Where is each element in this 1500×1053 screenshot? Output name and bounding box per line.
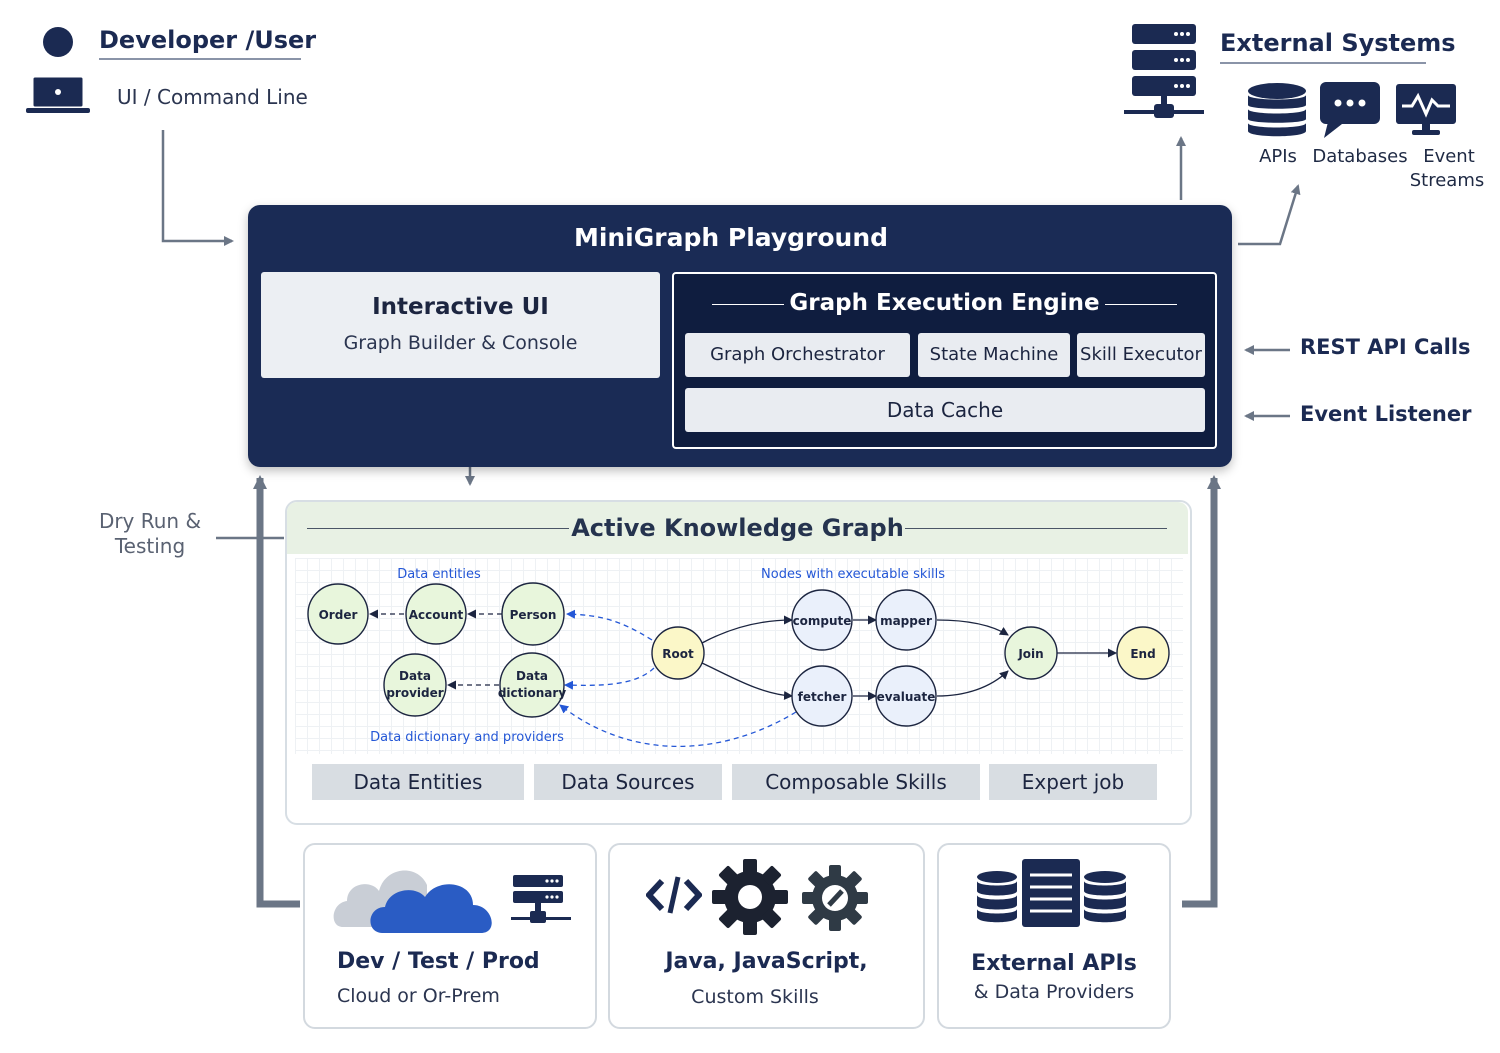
dev-test-prod-card: Dev / Test / Prod Cloud or Or-Prem <box>303 843 597 1029</box>
node-end[interactable]: End <box>1116 626 1170 680</box>
node-dictionary-line1: Data <box>516 669 548 683</box>
node-order-label: Order <box>319 608 358 622</box>
node-compute[interactable]: compute <box>791 589 853 651</box>
developer-laptop-icon <box>26 27 90 113</box>
node-account-label: Account <box>409 608 464 622</box>
interactive-ui-subtitle: Graph Builder & Console <box>343 332 578 354</box>
playground-to-external-arrow <box>1238 184 1301 246</box>
node-provider-line2: provider <box>386 686 443 700</box>
left-feed-arrow <box>253 475 300 908</box>
node-end-label: End <box>1130 647 1155 661</box>
code-icon <box>646 876 702 914</box>
node-order[interactable]: Order <box>307 583 369 645</box>
edge-root-person <box>566 609 653 641</box>
node-account[interactable]: Account <box>405 583 467 645</box>
graph-orchestrator-box[interactable]: Graph Orchestrator <box>685 333 910 377</box>
edge-root-compute <box>701 615 793 644</box>
streams-label: Streams <box>1409 170 1485 191</box>
node-mapper[interactable]: mapper <box>875 589 937 651</box>
node-fetcher[interactable]: fetcher <box>791 665 853 727</box>
category-composable-skills[interactable]: Composable Skills <box>732 764 980 800</box>
playground-title: MiniGraph Playground <box>573 223 889 252</box>
node-compute-label: compute <box>793 614 852 628</box>
card-dev-subtitle: Cloud or Or-Prem <box>337 985 500 1007</box>
knowledge-graph-title: Active Knowledge Graph <box>571 514 904 542</box>
knowledge-graph-header: Active Knowledge Graph <box>287 502 1188 554</box>
dev-to-playground-arrow <box>161 130 234 246</box>
divider <box>1105 304 1177 305</box>
category-expert-job[interactable]: Expert job <box>989 764 1157 800</box>
divider <box>712 304 784 305</box>
database-stack-icon <box>1248 83 1306 137</box>
node-join[interactable]: Join <box>1004 626 1058 680</box>
card-apis-subtitle: & Data Providers <box>973 981 1135 1003</box>
skills-annotation: Nodes with executable skills <box>761 567 945 582</box>
graph-execution-engine-box: Graph Execution Engine Graph Orchestrato… <box>672 272 1217 449</box>
card-skills-title: Java, JavaScript, <box>665 949 868 974</box>
node-person-label: Person <box>510 608 557 622</box>
node-root-label: Root <box>662 647 694 661</box>
developer-title: Developer /User <box>99 26 317 54</box>
node-evaluate-label: evaluate <box>877 690 936 704</box>
divider <box>1220 62 1426 64</box>
server-icon <box>511 875 571 923</box>
card-apis-title: External APIs <box>971 951 1137 976</box>
node-data-dictionary[interactable]: Data dictionary <box>498 652 566 718</box>
card-skills-subtitle: Custom Skills <box>691 986 819 1008</box>
divider <box>905 528 1167 529</box>
node-dictionary-line2: dictionary <box>498 686 566 700</box>
dry-run-line2: Testing <box>114 534 186 558</box>
dictionary-annotation: Data dictionary and providers <box>370 730 564 745</box>
cloud-icon <box>333 870 492 933</box>
edge-root-fetcher <box>701 662 793 700</box>
data-providers-icon <box>977 859 1126 927</box>
custom-skills-card: Java, JavaScript, Custom Skills <box>608 843 925 1029</box>
chat-bubble-icon <box>1320 82 1380 138</box>
card-dev-title: Dev / Test / Prod <box>337 949 540 974</box>
node-person[interactable]: Person <box>501 582 565 646</box>
event-listener-label: Event Listener <box>1300 402 1472 426</box>
edge-mapper-join <box>936 619 1009 636</box>
data-entities-annotation: Data entities <box>397 567 481 582</box>
node-provider-line1: Data <box>399 669 431 683</box>
node-mapper-label: mapper <box>880 614 932 628</box>
databases-label: Databases <box>1312 146 1408 167</box>
external-apis-card: External APIs & Data Providers <box>937 843 1171 1029</box>
gear-icon <box>712 859 788 935</box>
node-data-provider[interactable]: Data provider <box>383 653 447 717</box>
rest-api-calls-label: REST API Calls <box>1300 335 1471 359</box>
interactive-ui-title: Interactive UI <box>372 294 549 320</box>
engine-title: Graph Execution Engine <box>789 290 1100 316</box>
server-rack-icon <box>1124 24 1204 118</box>
category-data-sources[interactable]: Data Sources <box>534 764 722 800</box>
developer-subtitle: UI / Command Line <box>117 85 308 109</box>
node-join-label: Join <box>1017 647 1043 661</box>
node-evaluate[interactable]: evaluate <box>875 665 937 727</box>
external-systems-title: External Systems <box>1220 29 1456 57</box>
divider <box>99 58 301 60</box>
node-fetcher-label: fetcher <box>798 690 847 704</box>
edge-evaluate-join <box>936 670 1009 697</box>
divider <box>307 528 569 529</box>
node-root[interactable]: Root <box>651 626 705 680</box>
settings-gear-icon <box>802 865 868 931</box>
interactive-ui-box[interactable]: Interactive UI Graph Builder & Console <box>261 272 660 378</box>
edge-root-dictionary <box>564 667 655 690</box>
apis-label: APIs <box>1259 146 1297 167</box>
event-label: Event <box>1423 146 1475 167</box>
dry-run-label: Dry Run & Testing <box>90 509 210 559</box>
monitor-pulse-icon <box>1396 84 1456 135</box>
dry-run-line1: Dry Run & <box>98 509 202 533</box>
data-cache-box[interactable]: Data Cache <box>685 388 1205 432</box>
category-data-entities[interactable]: Data Entities <box>312 764 524 800</box>
right-feed-arrow <box>1182 475 1221 908</box>
skill-executor-box[interactable]: Skill Executor <box>1077 333 1205 377</box>
state-machine-box[interactable]: State Machine <box>918 333 1070 377</box>
edge-fetcher-dictionary <box>559 704 797 748</box>
